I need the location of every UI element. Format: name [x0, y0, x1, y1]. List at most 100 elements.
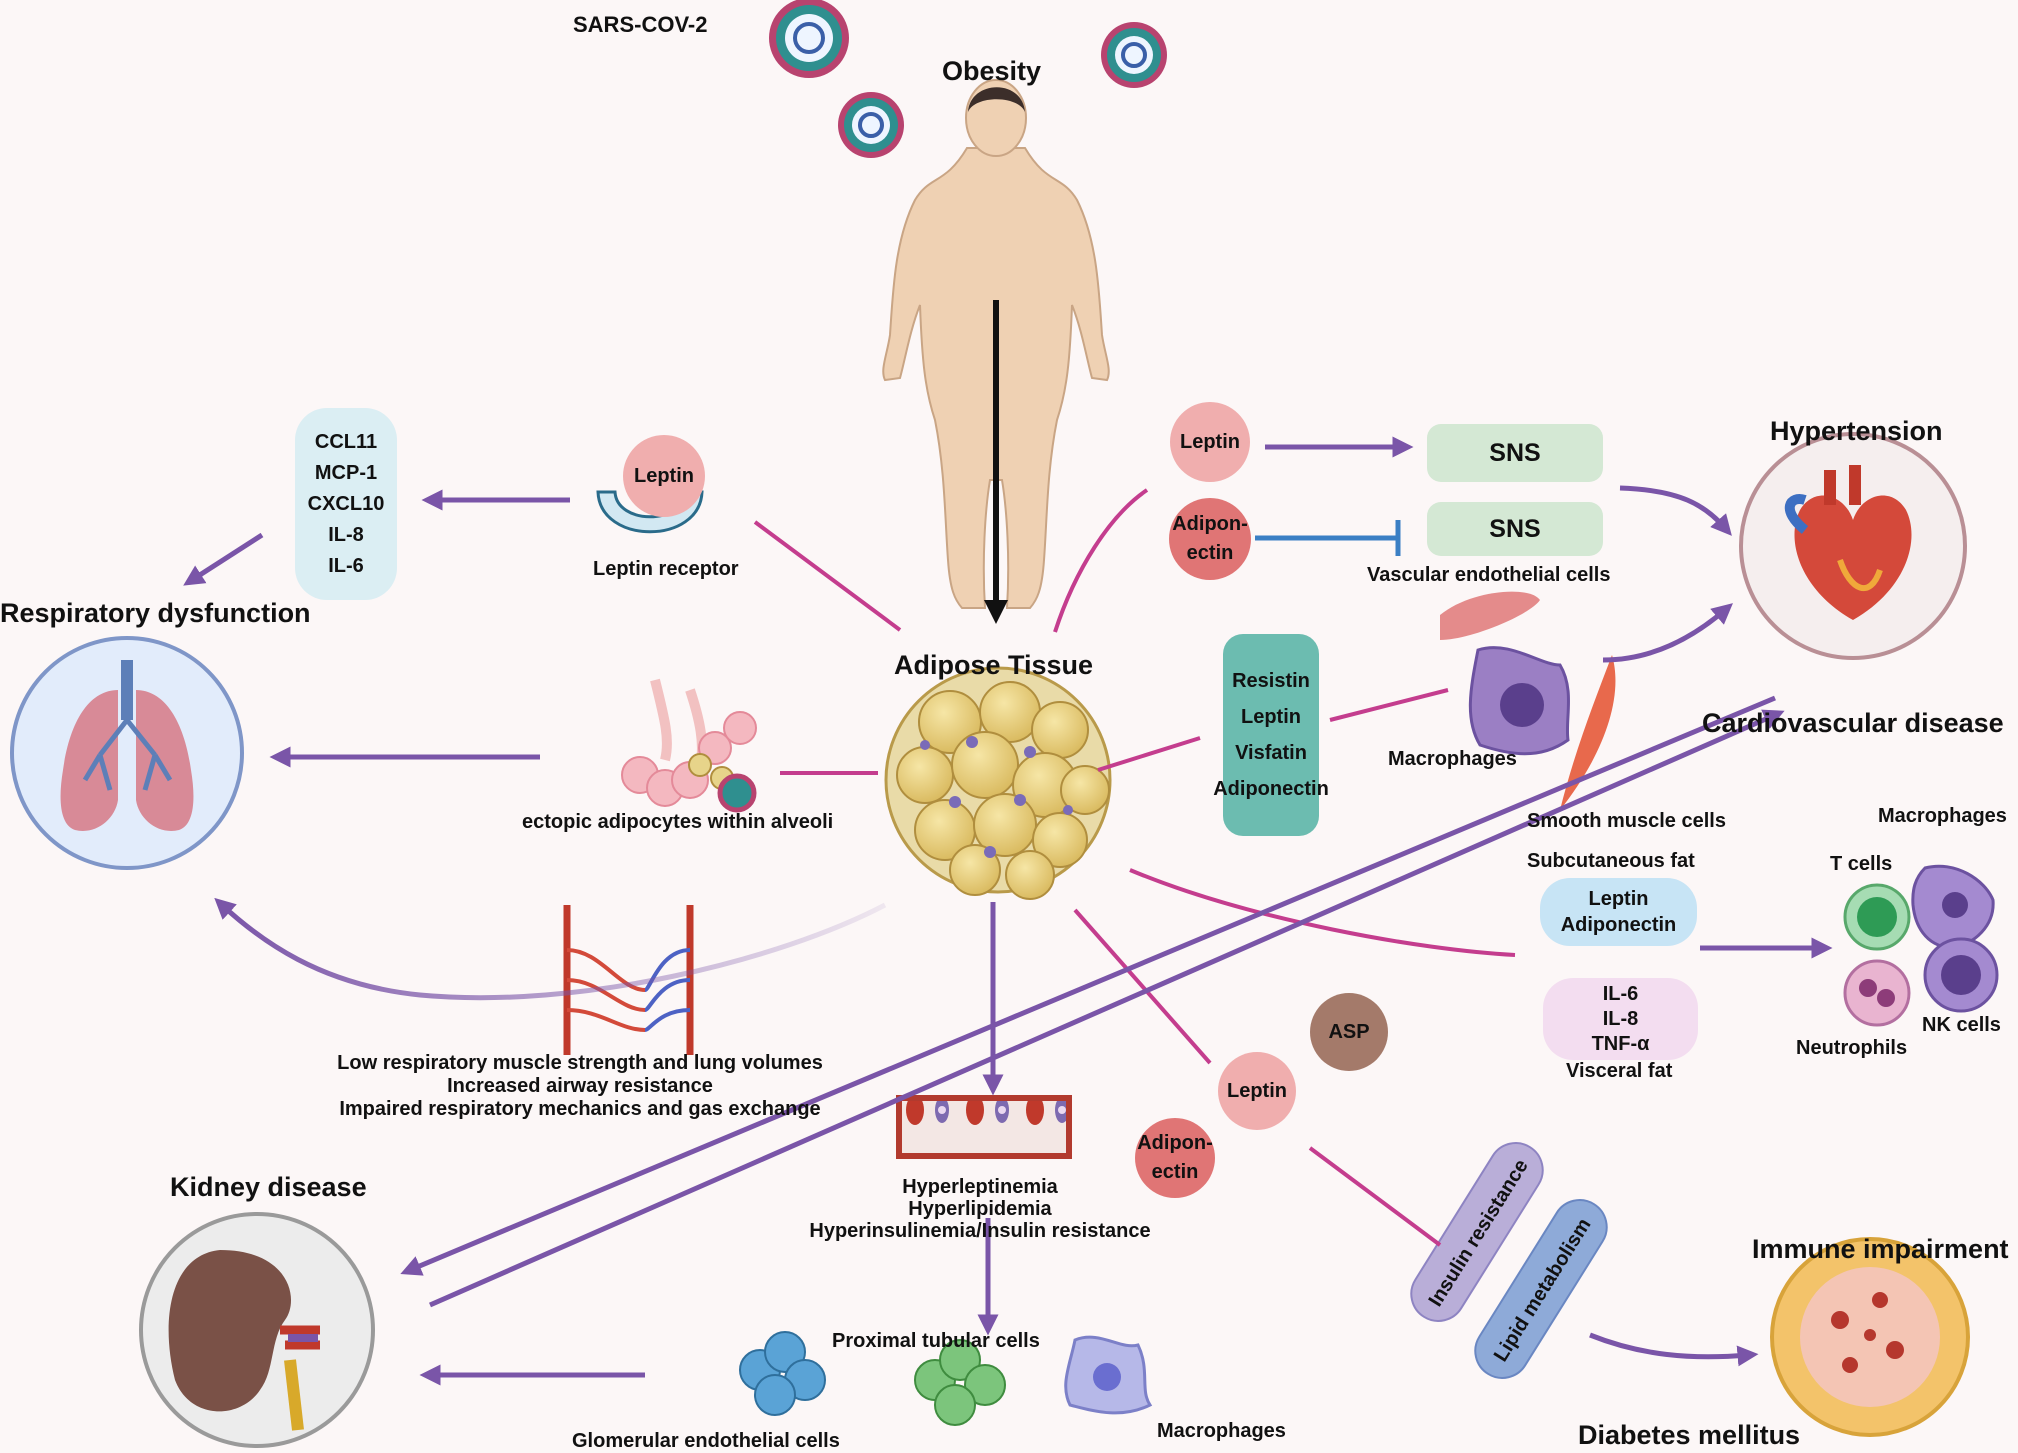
neutrophil-icon	[1843, 959, 1911, 1027]
connectors	[753, 488, 1516, 1247]
inhibition-line	[1255, 520, 1401, 556]
leptin-label: Leptin	[1180, 430, 1240, 453]
cytokine-item: MCP-1	[314, 461, 378, 484]
asp-label: ASP	[1328, 1020, 1370, 1043]
proximal-tubular-label: Proximal tubular cells	[832, 1330, 1040, 1352]
kidney-macrophage-icon	[1064, 1335, 1153, 1415]
proximal-tubular-cells-icon	[914, 1339, 1006, 1426]
mechanics-line: Low respiratory muscle strength and lung…	[337, 1052, 823, 1074]
nk-cells-label: NK cells	[1922, 1014, 2001, 1036]
blood-condition-item: Hyperleptinemia	[902, 1176, 1058, 1198]
diabetes-mellitus-label: Diabetes mellitus	[1578, 1420, 1801, 1450]
hypertension-label: Hypertension	[1770, 416, 1943, 446]
arrow-kidney-cardio	[428, 709, 1785, 1308]
connector-metabolism	[1308, 1146, 1442, 1247]
sns-label: SNS	[1489, 514, 1541, 543]
alveoli-icon	[621, 678, 757, 813]
virus-icon	[838, 92, 904, 158]
macrophages-label: Macrophages	[1388, 748, 1517, 770]
adiponectin-circle-diabetes: Adipon- ectin	[1135, 1118, 1215, 1198]
leptin-receptor-icon	[596, 490, 704, 534]
adipokine-item: Leptin	[1241, 706, 1301, 728]
vascular-endothelial-cell-icon	[1440, 591, 1540, 640]
smooth-muscle-label: Smooth muscle cells	[1527, 810, 1726, 832]
visceral-item: IL-8	[1602, 1007, 1639, 1030]
connector-adipokines	[1097, 736, 1201, 772]
blood-vessel-icon	[896, 1095, 1072, 1159]
adiponectin-label-part-2: ectin	[1151, 1161, 1199, 1183]
subcutaneous-item: Adiponectin	[1560, 914, 1677, 936]
vascular-endothelial-label: Vascular endothelial cells	[1367, 564, 1611, 586]
arrow-metabolism-diabetes	[1589, 1332, 1759, 1367]
arrow-cells-cardiovascular	[1602, 603, 1733, 663]
kidney-macrophages-label: Macrophages	[1157, 1420, 1286, 1442]
connector-leptin-receptor	[753, 520, 902, 632]
alveoli-label: ectopic adipocytes within alveoli	[522, 811, 834, 833]
connector-macrophages	[1329, 688, 1449, 722]
cytokine-item: IL-6	[328, 554, 364, 577]
subcutaneous-fat-label: Subcutaneous fat	[1527, 850, 1695, 872]
immune-impairment-label: Immune impairment	[1752, 1234, 2009, 1264]
mechanics-line: Increased airway resistance	[447, 1075, 713, 1097]
asp-circle: ASP	[1310, 993, 1388, 1071]
nk-cell-icon	[1923, 937, 1999, 1013]
hair-icon	[968, 87, 1025, 112]
kidney-disease-label: Kidney disease	[170, 1172, 367, 1202]
visceral-fat-label: Visceral fat	[1566, 1060, 1673, 1082]
neutrophils-label: Neutrophils	[1796, 1037, 1908, 1059]
leptin-receptor-label: Leptin receptor	[593, 558, 739, 580]
virus-icon	[1101, 22, 1167, 88]
cytokine-pill: CCL11 MCP-1 CXCL10 IL-8 IL-6	[295, 408, 397, 600]
cytokine-item: IL-8	[328, 523, 364, 546]
pancreatic-islet-icon	[1770, 1237, 1970, 1437]
adipose-tissue-label: Adipose Tissue	[894, 650, 1094, 680]
kidney-icon	[139, 1212, 375, 1448]
sns-label: SNS	[1489, 438, 1541, 467]
subcutaneous-pill: Leptin Adiponectin	[1540, 878, 1697, 946]
arrows	[183, 436, 1833, 1386]
respiratory-dysfunction-label: Respiratory dysfunction	[0, 598, 311, 628]
leptin-label: Leptin	[634, 464, 694, 487]
smooth-muscle-cell-icon	[1560, 655, 1616, 810]
macrophage-immune-icon	[1911, 864, 1995, 950]
visceral-item: TNF-α	[1591, 1032, 1650, 1055]
glomerular-endothelial-cells-icon	[739, 1331, 826, 1416]
blood-condition-item: Hyperlipidemia	[908, 1198, 1052, 1220]
adipokine-pill: Resistin Leptin Visfatin Adiponectin	[1213, 634, 1329, 836]
arrow-cytokines-respiratory	[183, 532, 264, 586]
sns-pill: SNS	[1427, 424, 1603, 482]
virus-icon	[769, 0, 849, 78]
leptin-label: Leptin	[1227, 1079, 1287, 1102]
adiponectin-label-part-1: Adipon-	[1172, 513, 1248, 535]
connector-hypertension	[1053, 488, 1149, 633]
adipose-tissue-icon	[884, 666, 1112, 900]
cytokine-item: CCL11	[314, 430, 378, 453]
connector-immune	[1129, 868, 1516, 957]
leptin-circle-respiratory: Leptin	[623, 435, 705, 517]
visceral-pill: IL-6 IL-8 TNF-α	[1543, 978, 1698, 1060]
adiponectin-label-part-2: ectin	[1186, 542, 1234, 564]
capillary-icon	[563, 905, 694, 1055]
adiponectin-label-part-1: Adipon-	[1137, 1132, 1213, 1154]
connector-leptin-diabetes	[1073, 908, 1212, 1065]
sns-pill: SNS	[1427, 502, 1603, 556]
blood-conditions-text: Hyperleptinemia Hyperlipidemia Hyperinsu…	[770, 1176, 1190, 1242]
adipokine-item: Resistin	[1232, 670, 1310, 692]
heart-icon	[1739, 432, 1967, 660]
adipokine-item: Visfatin	[1235, 742, 1307, 764]
lung-icon	[10, 636, 244, 870]
adiponectin-circle-hypertension: Adipon- ectin	[1169, 498, 1251, 580]
subcutaneous-item: Leptin	[1588, 888, 1649, 910]
t-cell-icon	[1843, 883, 1911, 951]
title-obesity: Obesity	[942, 56, 1042, 86]
t-cells-label: T cells	[1830, 853, 1893, 875]
cardiovascular-disease-label: Cardiovascular disease	[1702, 708, 2004, 738]
arrow-sns-heart	[1619, 485, 1732, 536]
glomerular-label: Glomerular endothelial cells	[572, 1430, 840, 1452]
adipokine-item: Adiponectin	[1213, 778, 1329, 800]
arrow-mechanics-respiratory	[214, 897, 887, 1001]
mechanics-line: Impaired respiratory mechanics and gas e…	[339, 1098, 821, 1120]
respiratory-mechanics-text: Low respiratory muscle strength and lung…	[300, 1052, 860, 1121]
